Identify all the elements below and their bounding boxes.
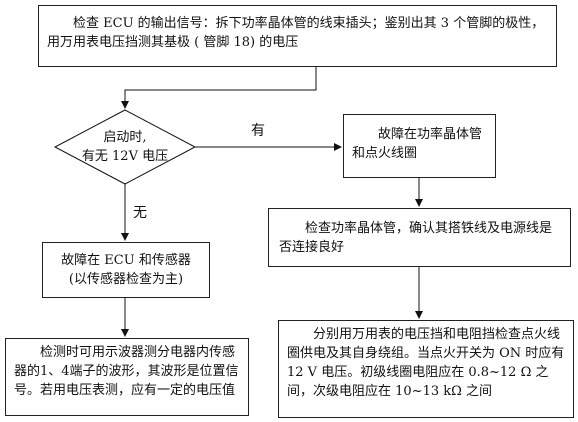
coil-check-text: 分别用万用表的电压挡和电阻挡检查点火线圈供电及其自身绕组。当点火开关为 ON 时…	[287, 327, 565, 399]
check-ecu-box: 检查 ECU 的输出信号：拆下功率晶体管的线束插头；鉴别出其 3 个管脚的极性，…	[38, 5, 557, 67]
decision-text: 启动时, 有无 12V 电压	[65, 128, 185, 166]
coil-check-box: 分别用万用表的电压挡和电阻挡检查点火线圈供电及其自身绕组。当点火开关为 ON 时…	[278, 320, 574, 418]
edge-check-to-decision	[121, 67, 317, 109]
yes-label: 有	[251, 123, 265, 139]
fault-transistor-box: 故障在功率晶体管和点火线圈	[343, 114, 496, 178]
check-transistor-box: 检查功率晶体管，确认其搭铁线及电源线是否连接良好	[268, 208, 571, 267]
oscilloscope-box: 检测时可用示波器测分电器内传感器的1、4端子的波形，其波形是位置信号。若用电压表…	[5, 338, 249, 416]
check-ecu-text: 检查 ECU 的输出信号：拆下功率晶体管的线束插头；鉴别出其 3 个管脚的极性，…	[47, 16, 545, 50]
oscilloscope-text: 检测时可用示波器测分电器内传感器的1、4端子的波形，其波形是位置信号。若用电压表…	[14, 345, 239, 398]
decision-line2: 有无 12V 电压	[81, 149, 169, 164]
fault-ecu-line1: 故障在 ECU 和传感器	[61, 253, 191, 268]
fault-ecu-box: 故障在 ECU 和传感器 (以传感器检查为主)	[42, 242, 210, 298]
check-transistor-text: 检查功率晶体管，确认其搭铁线及电源线是否连接良好	[279, 221, 553, 255]
fault-transistor-text: 故障在功率晶体管和点火线圈	[352, 127, 483, 161]
no-label: 无	[133, 205, 147, 221]
decision-line1: 启动时,	[103, 130, 147, 145]
fault-ecu-line2: (以传感器检查为主)	[68, 272, 184, 287]
